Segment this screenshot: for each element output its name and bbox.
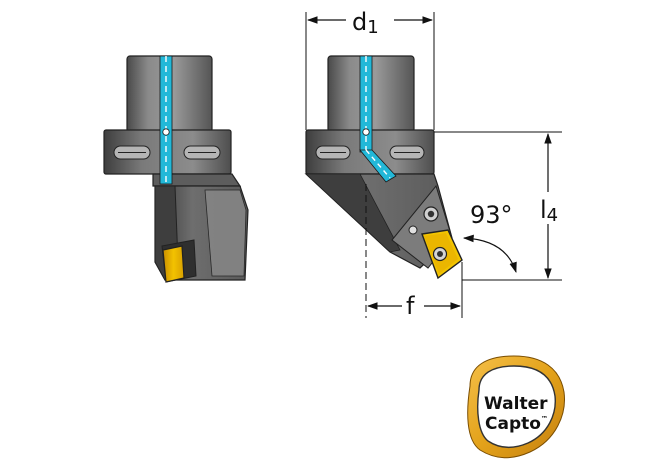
tool-holder-side-view-icon [304,55,463,280]
dimension-l4: l4 [434,131,568,281]
dim-f-label: f [406,292,415,320]
dimension-d1: d1 [305,8,435,130]
logo-line1: Walter [484,394,548,414]
tool-holder-front-view-icon [103,55,249,283]
dimension-angle: 93° [462,201,517,274]
dim-angle-label: 93° [470,201,513,229]
dim-d1-label: d1 [352,8,379,38]
walter-capto-logo-icon: Walter Capto™ [467,355,565,459]
logo-line2: Capto™ [485,414,548,434]
dimension-f: f [365,184,463,320]
front-insert [162,245,185,283]
dim-l4-label: l4 [540,196,558,226]
